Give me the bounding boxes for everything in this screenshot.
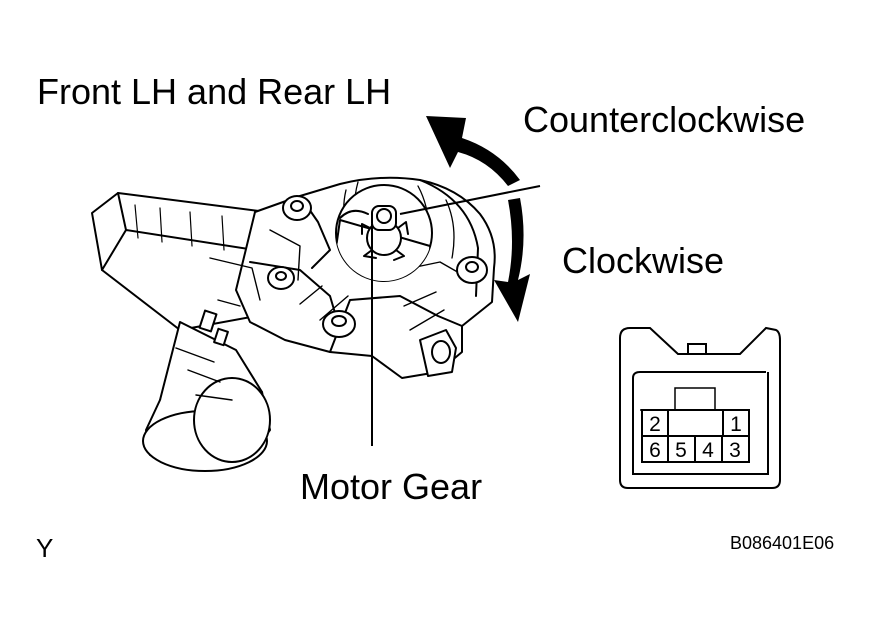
pin-5-label: 5: [675, 439, 687, 462]
corner-mark: Y: [36, 533, 54, 563]
pin-2-label: 2: [649, 413, 661, 436]
figure-code: B086401E06: [730, 533, 835, 553]
pin-1-label: 1: [730, 413, 742, 436]
counterclockwise-arrow-icon: [426, 116, 520, 186]
pin-3-label: 3: [729, 439, 741, 462]
clockwise-label: Clockwise: [562, 240, 725, 281]
counterclockwise-leader-line: [399, 185, 541, 215]
connector-face: [619, 326, 781, 489]
counterclockwise-label: Counterclockwise: [523, 99, 806, 140]
motor-gear-label: Motor Gear: [300, 466, 483, 507]
window-regulator-motor: [91, 176, 496, 472]
clockwise-arrow-icon: [494, 198, 530, 322]
pin-4-label: 4: [702, 439, 714, 462]
pin-6-label: 6: [649, 439, 661, 462]
page-title: Front LH and Rear LH: [37, 71, 392, 112]
